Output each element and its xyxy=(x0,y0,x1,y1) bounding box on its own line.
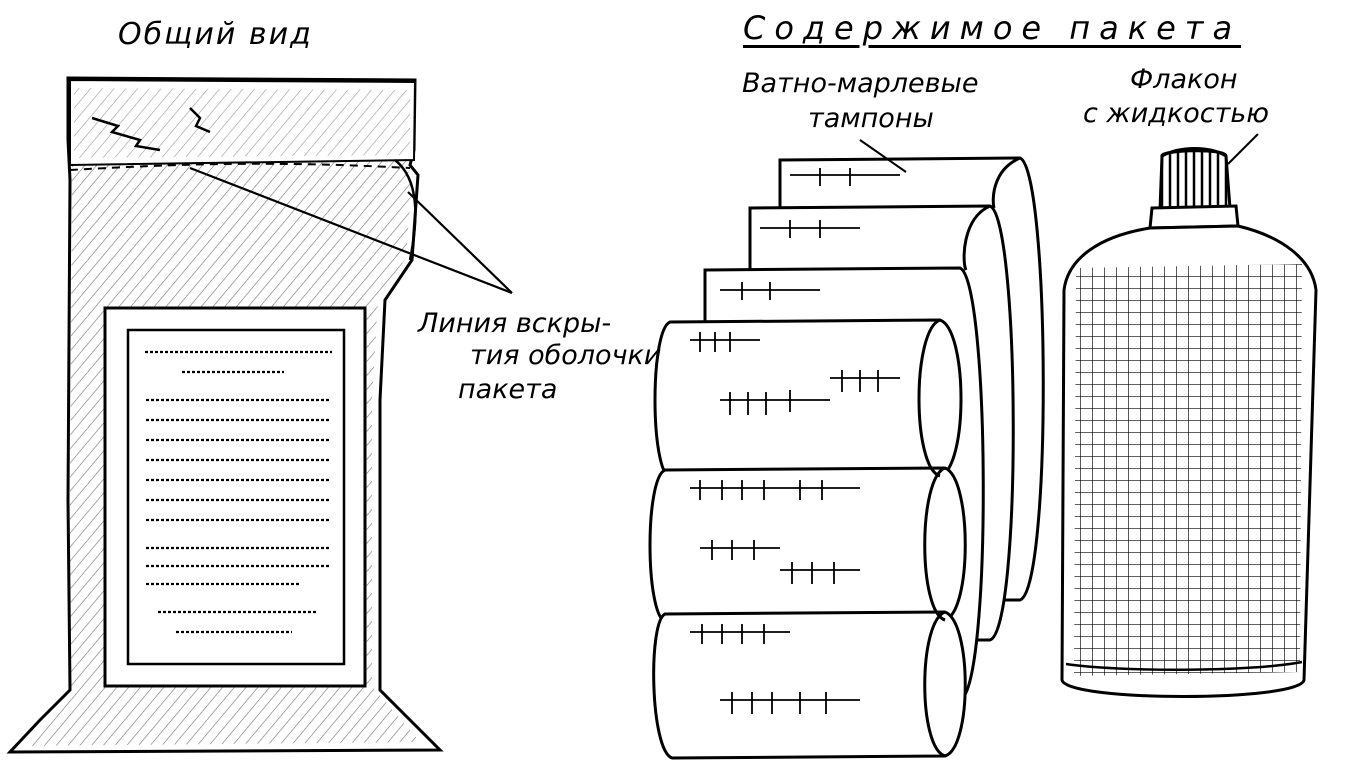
label-flask-line1: Флакон xyxy=(1130,64,1238,95)
gauze-tampons xyxy=(648,156,1045,760)
label-tampons-line1: Ватно-марлевые xyxy=(742,68,979,99)
liquid-flask xyxy=(1060,147,1318,698)
title-package-contents: Содержимое пакета xyxy=(743,9,1242,47)
package-bag xyxy=(6,76,444,754)
label-opening-line3: пакета xyxy=(458,374,558,405)
flask-leader-line xyxy=(1227,133,1259,165)
tampon-leader-line xyxy=(859,139,907,173)
label-tampons-line2: тампоны xyxy=(808,103,934,134)
opening-line-leaders xyxy=(189,166,513,295)
title-general-view: Общий вид xyxy=(118,17,313,52)
gauze-texture xyxy=(690,168,900,714)
label-opening-line1: Линия вскры- xyxy=(418,308,612,339)
label-flask-line2: с жидкостью xyxy=(1083,98,1270,129)
bag-label-text xyxy=(145,350,332,634)
label-opening-line2: тия оболочки xyxy=(470,340,662,371)
